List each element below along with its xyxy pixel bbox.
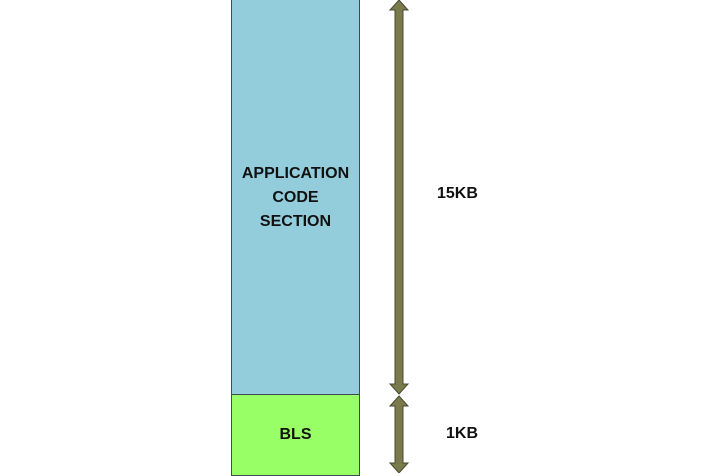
bls-size-label: 1KB [446,425,479,442]
application-size-label: 15KB [437,185,478,202]
bls-size-arrow [388,395,410,473]
application-size-arrow [388,0,410,395]
application-code-section-label: APPLICATION CODE SECTION [241,164,350,230]
application-code-section-block: APPLICATION CODE SECTION [231,0,360,396]
bls-block: BLS [231,394,360,476]
bls-label: BLS [279,426,312,443]
